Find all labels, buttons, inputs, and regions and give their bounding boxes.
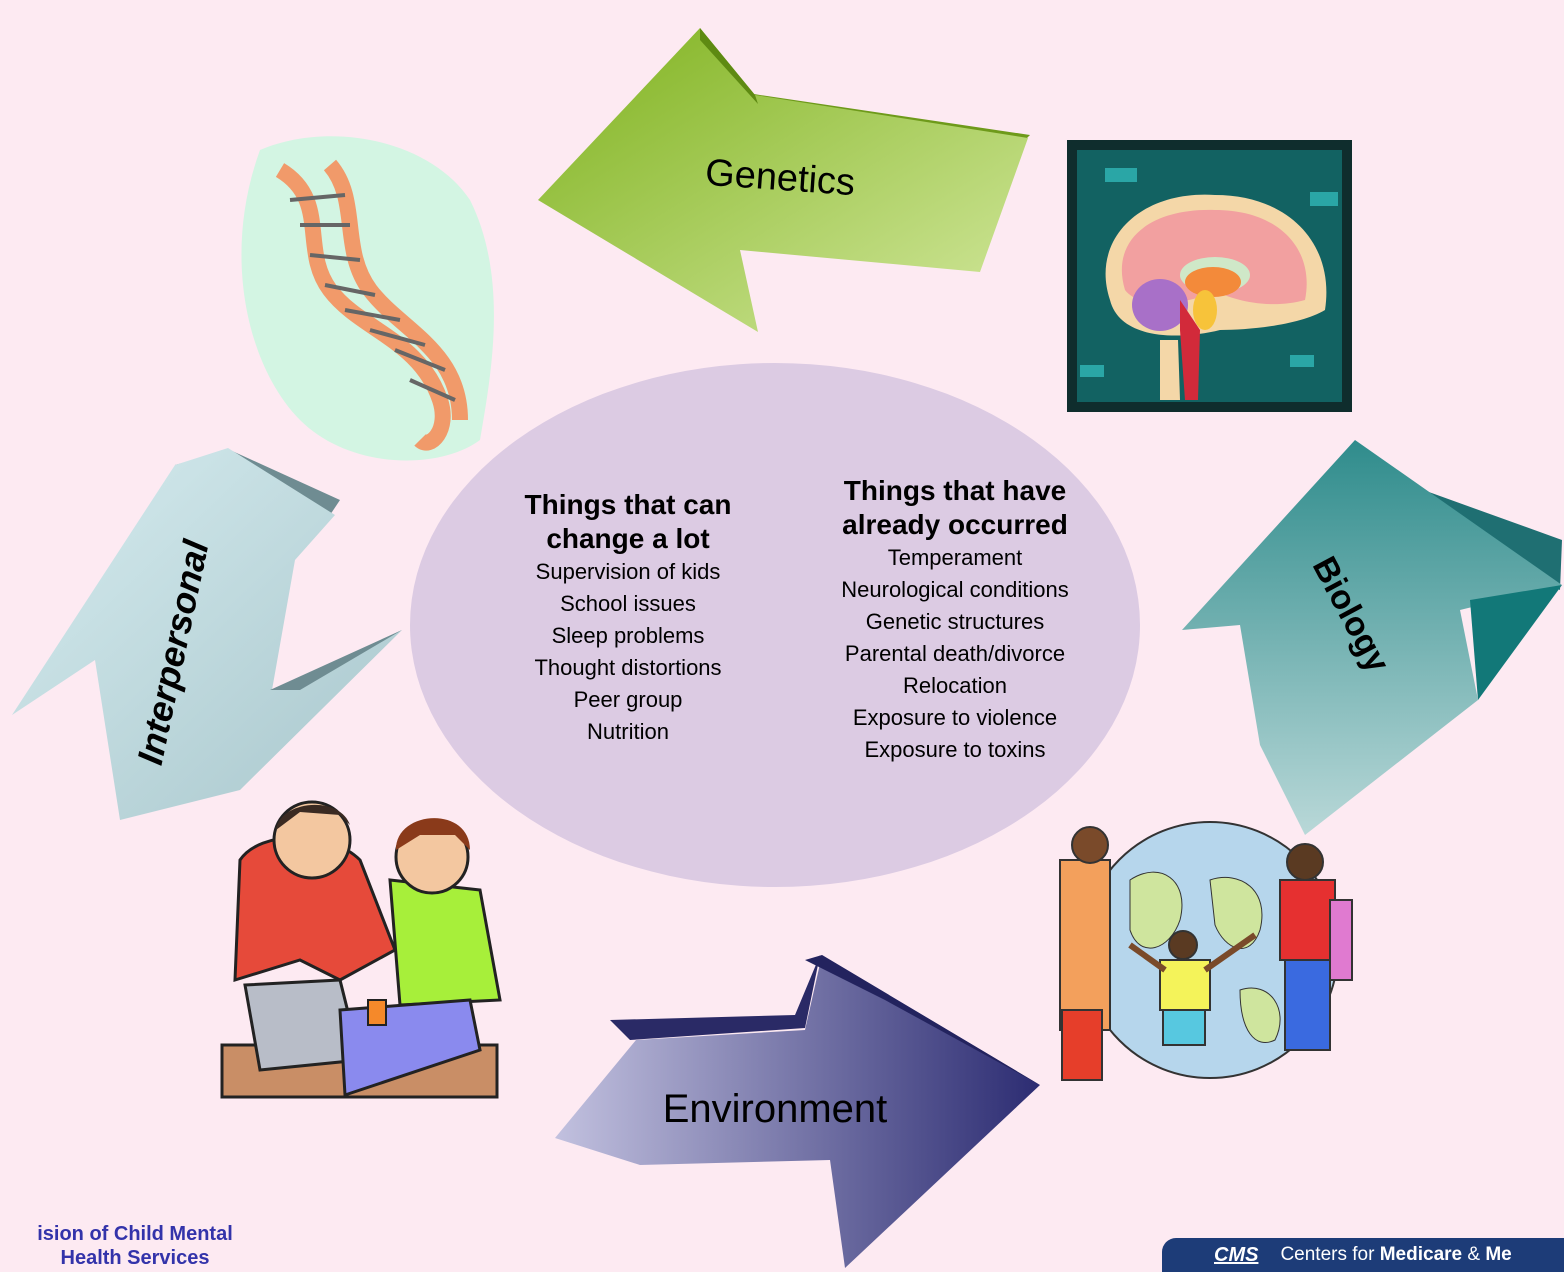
genetics-label: Genetics (704, 152, 857, 204)
cms-text-medicare: Medicare (1379, 1244, 1463, 1265)
right-heading-line1: Things that have (843, 475, 1067, 506)
list-item: Genetic structures (865, 609, 1045, 634)
dna-icon (241, 136, 494, 461)
division-line2: Health Services (60, 1247, 210, 1269)
list-item: Exposure to toxins (864, 737, 1046, 762)
list-item: Neurological conditions (841, 577, 1069, 602)
list-item: Exposure to violence (852, 705, 1058, 730)
globe-people-icon (1059, 821, 1353, 1081)
cms-text-prefix: Centers for (1280, 1244, 1380, 1265)
left-heading-line1: Things that can (524, 489, 732, 520)
list-item: Sleep problems (551, 623, 705, 648)
list-item: Thought distortions (534, 655, 722, 680)
list-item: Temperament (887, 545, 1023, 570)
genetics-arrow (538, 28, 1030, 332)
right-column: Things that have already occurred Temper… (795, 474, 1115, 766)
center-ellipse (410, 363, 1140, 887)
cms-agency-name: Centers for Medicare & Me (1280, 1244, 1511, 1266)
list-item: Peer group (573, 687, 683, 712)
division-line1: ision of Child Mental (37, 1223, 233, 1245)
cms-footer-bar: CMS Centers for Medicare & Me (1162, 1238, 1564, 1272)
left-heading-line2: change a lot (546, 523, 710, 554)
right-heading-line2: already occurred (842, 509, 1068, 540)
brain-icon (1067, 140, 1352, 412)
list-item: Supervision of kids (535, 559, 721, 584)
list-item: Relocation (903, 673, 1007, 698)
list-item: School issues (560, 591, 696, 616)
left-column: Things that can change a lot Supervision… (478, 488, 778, 748)
father-son-icon (220, 800, 502, 1099)
cms-text-amp: & (1462, 1244, 1486, 1265)
environment-arrow (555, 955, 1040, 1268)
environment-label: Environment (663, 1087, 888, 1131)
cms-text-me: Me (1485, 1244, 1512, 1265)
division-footer: ision of Child Mental Health Services (0, 1222, 270, 1270)
list-item: Parental death/divorce (844, 641, 1066, 666)
cms-logo: CMS (1214, 1243, 1259, 1266)
interpersonal-arrow (12, 448, 402, 820)
list-item: Nutrition (587, 719, 669, 744)
biology-arrow (1182, 440, 1562, 835)
